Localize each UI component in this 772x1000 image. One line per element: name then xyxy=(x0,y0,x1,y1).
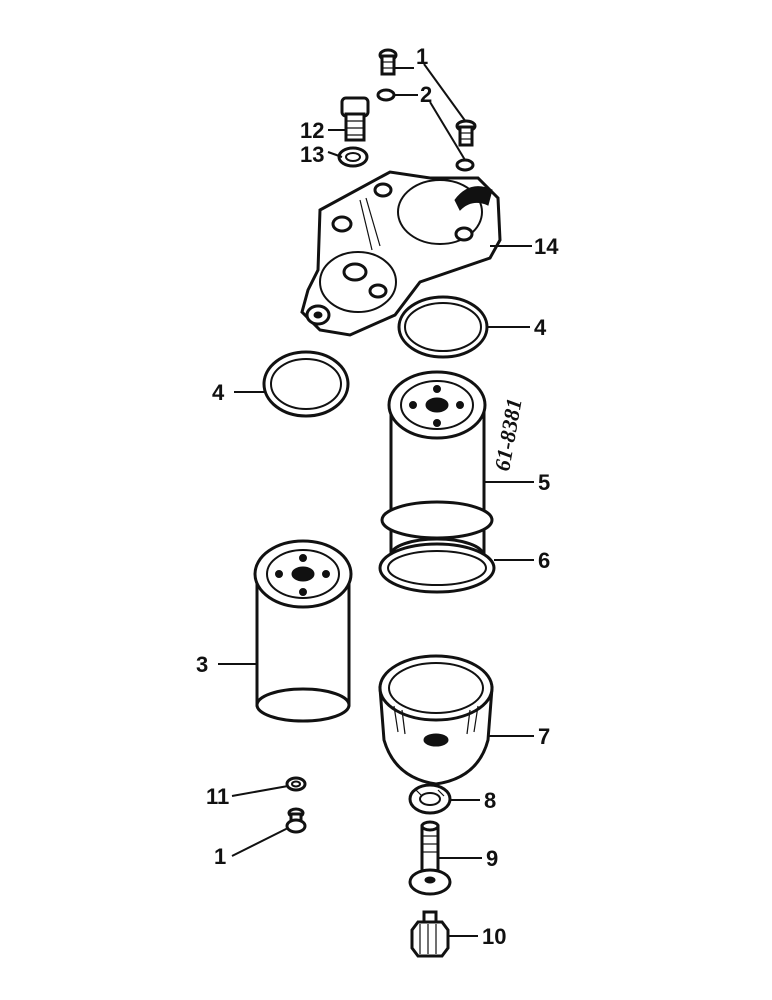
callout-13: 13 xyxy=(300,142,324,167)
screw-part-1-top-left xyxy=(378,48,398,76)
callout-8: 8 xyxy=(484,788,496,813)
filter-head-part-14 xyxy=(300,170,502,337)
filter-cartridge-part-5 xyxy=(380,370,494,573)
callout-12: 12 xyxy=(300,118,324,143)
screw-part-1-top-right xyxy=(455,119,477,147)
washer-part-11 xyxy=(285,776,307,792)
callout-14: 14 xyxy=(534,234,559,259)
drawing-number: 61-8381 xyxy=(489,396,526,473)
leader-lines xyxy=(218,63,534,937)
callout-1-bottom: 1 xyxy=(214,844,226,869)
callout-6: 6 xyxy=(538,548,550,573)
center-bolt-part-9 xyxy=(408,820,452,896)
callout-4-right: 4 xyxy=(534,315,547,340)
callout-1-top: 1 xyxy=(416,44,428,69)
seal-ring-part-4-right xyxy=(397,295,489,359)
callout-5: 5 xyxy=(538,470,550,495)
callout-11: 11 xyxy=(206,784,229,809)
screw-part-1-bottom xyxy=(285,807,307,834)
callout-4-left: 4 xyxy=(212,380,225,405)
callout-2: 2 xyxy=(420,82,432,107)
callout-9: 9 xyxy=(486,846,498,871)
washer-part-2 xyxy=(376,88,475,172)
seal-ring-part-13 xyxy=(337,146,369,168)
seal-ring-part-4-left xyxy=(262,350,350,418)
ring-part-8 xyxy=(408,783,452,815)
callout-3: 3 xyxy=(196,652,208,677)
callout-7: 7 xyxy=(538,724,550,749)
filter-element-part-3 xyxy=(253,539,353,723)
bowl-part-7 xyxy=(378,654,494,786)
gasket-part-6 xyxy=(378,542,496,594)
callout-10: 10 xyxy=(482,924,506,949)
drain-knob-part-10 xyxy=(410,910,450,958)
plug-part-12 xyxy=(340,96,370,142)
